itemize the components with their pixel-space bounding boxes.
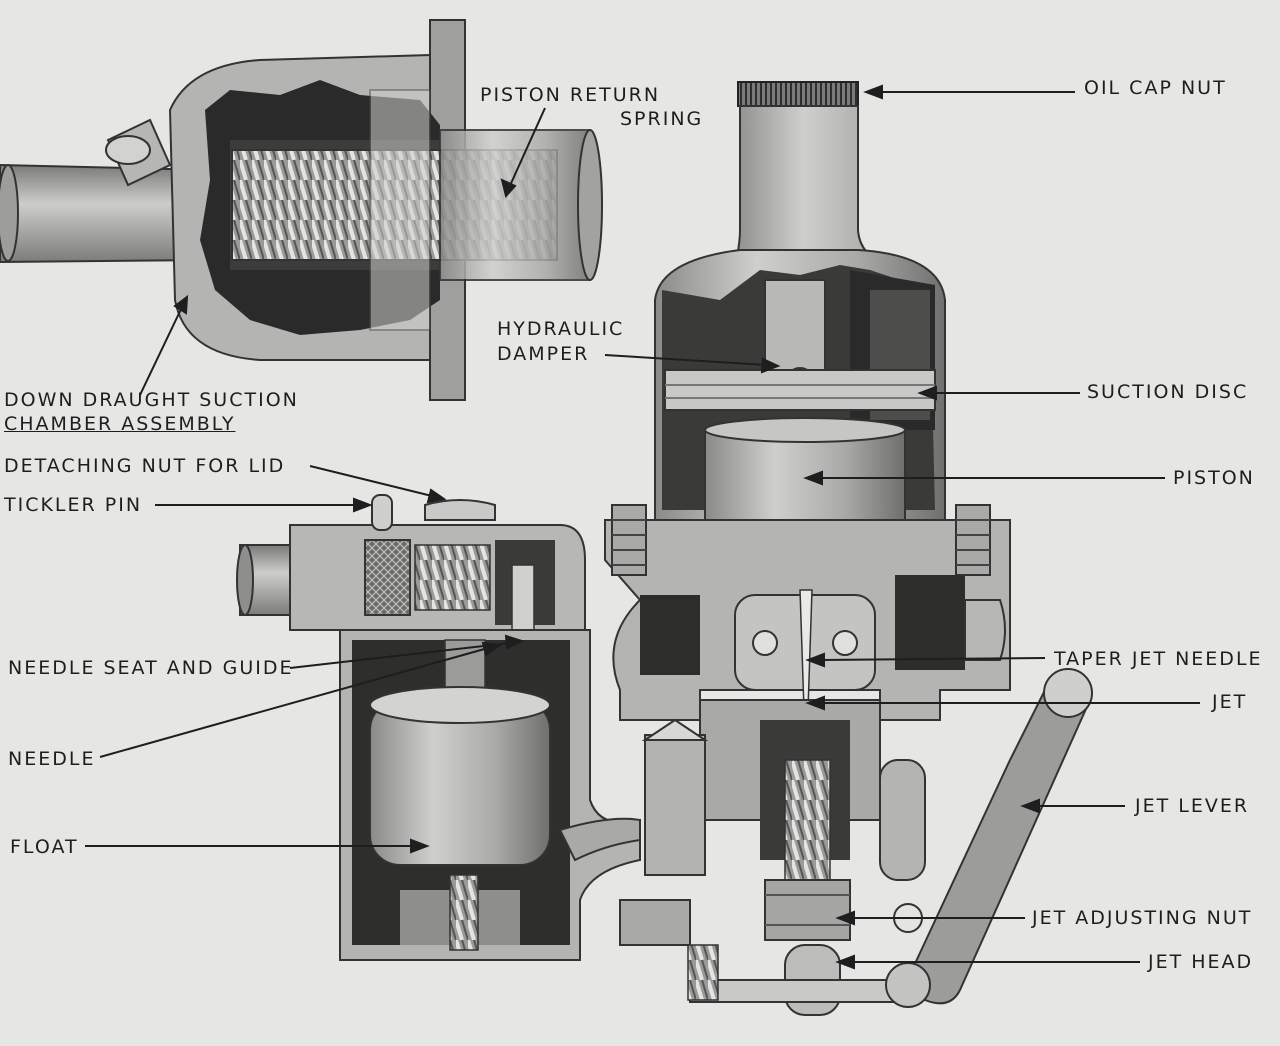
main-carburettor-body — [604, 81, 1093, 1016]
label-float: FLOAT — [10, 836, 79, 858]
label-hydraulic-damper-1: HYDRAULIC — [497, 318, 625, 340]
label-piston-return-spring-1: PISTON RETURN — [480, 84, 661, 106]
label-jet-adjusting-nut: JET ADJUSTING NUT — [1032, 907, 1253, 929]
label-needle: NEEDLE — [8, 748, 96, 770]
label-down-draught-2: CHAMBER ASSEMBLY — [4, 413, 236, 435]
label-piston: PISTON — [1173, 467, 1255, 489]
label-oil-cap-nut: OIL CAP NUT — [1084, 77, 1227, 99]
label-taper-jet-needle: TAPER JET NEEDLE — [1054, 648, 1263, 670]
label-jet-lever: JET LEVER — [1135, 795, 1250, 817]
label-needle-seat-and-guide: NEEDLE SEAT AND GUIDE — [8, 657, 294, 679]
label-down-draught-1: DOWN DRAUGHT SUCTION — [4, 389, 299, 411]
label-hydraulic-damper-2: DAMPER — [497, 343, 590, 365]
label-jet: JET — [1212, 691, 1248, 713]
label-piston-return-spring-2: SPRING — [620, 108, 704, 130]
label-jet-head: JET HEAD — [1148, 951, 1254, 973]
suction-chamber-assembly — [0, 18, 603, 401]
label-suction-disc: SUCTION DISC — [1087, 381, 1249, 403]
label-tickler-pin: TICKLER PIN — [4, 494, 143, 516]
leader-lines — [85, 84, 1200, 970]
label-detaching-nut: DETACHING NUT FOR LID — [4, 455, 286, 477]
float-chamber — [236, 494, 641, 961]
